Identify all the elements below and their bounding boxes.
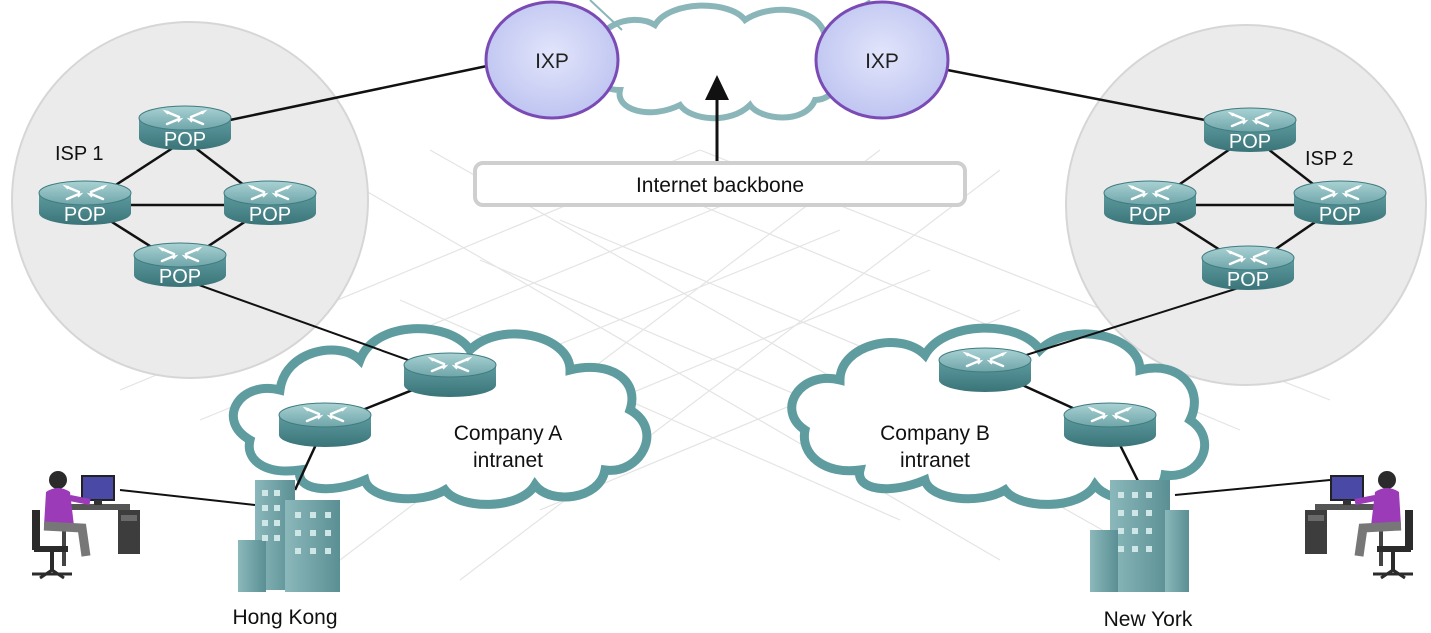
company-a-label-line2: intranet — [473, 449, 543, 472]
ixp-right-label: IXP — [865, 50, 899, 73]
isp1-area — [11, 21, 369, 379]
company-b-label-line1: Company B — [880, 422, 990, 445]
pop-label: POP — [1229, 131, 1271, 153]
isp2-pop-router-top: POP — [1202, 106, 1298, 154]
isp1-pop-router-left: POP — [37, 179, 133, 227]
isp2-pop-router-right: POP — [1292, 179, 1388, 227]
company-a-label-line1: Company A — [454, 422, 563, 445]
ixp-right: IXP — [814, 0, 950, 120]
hong-kong-building — [238, 480, 340, 592]
isp2-pop-router-bottom: POP — [1200, 244, 1296, 292]
company-a-cloud — [228, 324, 652, 509]
pop-label: POP — [1319, 204, 1361, 226]
isp1-label: ISP 1 — [55, 143, 104, 165]
backbone-label: Internet backbone — [636, 174, 804, 197]
company-a-router-internal — [277, 401, 373, 449]
city-label-hong-kong: Hong Kong — [232, 606, 337, 629]
company-b-cloud — [787, 323, 1210, 509]
new-york-building — [1090, 480, 1189, 592]
isp2-pop-router-left: POP — [1102, 179, 1198, 227]
company-b-router-edge — [937, 346, 1033, 394]
pop-label: POP — [1129, 204, 1171, 226]
city-label-new-york: New York — [1104, 608, 1193, 631]
background-grid — [119, 149, 1331, 581]
new-york-user-workstation — [1305, 471, 1413, 578]
company-b-label-line2: intranet — [900, 449, 970, 472]
isp2-label: ISP 2 — [1305, 148, 1354, 170]
isp1-pop-router-top: POP — [137, 104, 233, 152]
pop-label: POP — [64, 204, 106, 226]
pop-label: POP — [159, 266, 201, 288]
pop-label: POP — [164, 129, 206, 151]
ixp-left: IXP — [484, 0, 620, 120]
pop-label: POP — [249, 204, 291, 226]
backbone-label-box — [473, 161, 967, 207]
isp1-pop-router-right: POP — [222, 179, 318, 227]
hong-kong-user-workstation — [32, 471, 140, 578]
backbone-arrowhead — [705, 75, 729, 100]
isp1-pop-router-bottom: POP — [132, 241, 228, 289]
ixp-left-label: IXP — [535, 50, 569, 73]
company-a-router-edge — [402, 351, 498, 399]
pop-label: POP — [1227, 269, 1269, 291]
company-b-router-internal — [1062, 401, 1158, 449]
